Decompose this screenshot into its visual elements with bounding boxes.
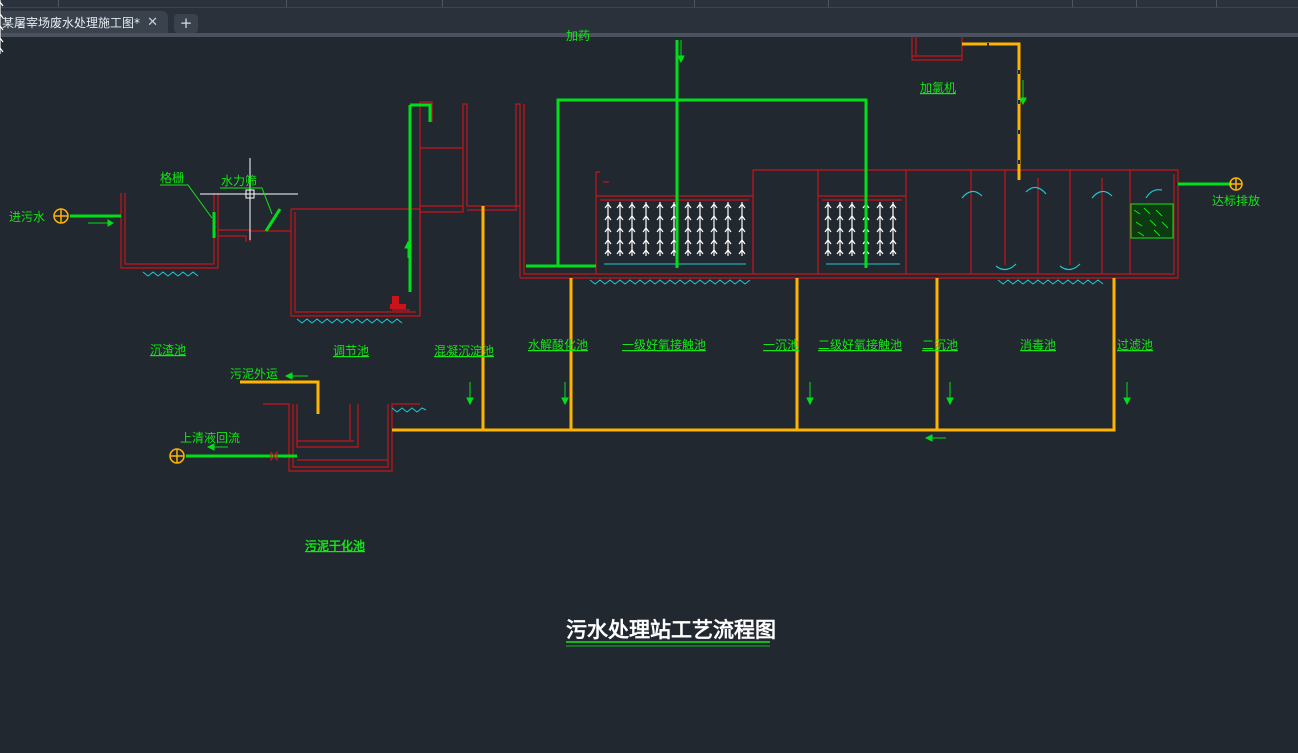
tank-label-coag-sed: 混凝沉淀池 xyxy=(434,343,494,358)
chlorinator-label: 加氯机 xyxy=(920,81,956,95)
ribbon-separator xyxy=(1136,0,1137,7)
ribbon-separator xyxy=(58,0,59,7)
ribbon-separator xyxy=(286,0,287,7)
tab-underline xyxy=(0,33,1298,37)
foundation-hatching xyxy=(142,271,1104,413)
water-pipes xyxy=(70,40,1232,458)
sludge-haul-label: 污泥外运 xyxy=(230,367,278,381)
ribbon-separator xyxy=(828,0,829,7)
inlet-label: 进污水 xyxy=(9,210,45,224)
drawing-title: 污水处理站工艺流程图 xyxy=(566,618,776,642)
tank-label-aerobic1: 一级好氧接触池 xyxy=(622,337,706,352)
sludge-pipes xyxy=(240,42,1116,432)
tank-label-clarifier1: 一沉池 xyxy=(763,338,799,352)
document-tab-bar: 某屠宰场废水处理施工图* ✕ + xyxy=(0,8,1298,35)
inlet-symbol xyxy=(53,208,69,224)
supernatant-return-label: 上清液回流 xyxy=(180,430,240,445)
valve-icon xyxy=(270,450,278,462)
return-symbol xyxy=(169,448,185,464)
direction-arrows xyxy=(88,40,1131,451)
ribbon-separator xyxy=(1072,0,1073,7)
label-leaders xyxy=(160,184,273,219)
tank-label-hydrolysis: 水解酸化池 xyxy=(528,337,588,352)
tank-label-clarifier2: 二沉池 xyxy=(922,338,958,352)
screen-label: 格栅 xyxy=(160,170,184,185)
close-tab-icon[interactable]: ✕ xyxy=(147,15,158,30)
new-tab-button[interactable]: + xyxy=(174,14,198,33)
tank-label-disinfection: 消毒池 xyxy=(1020,338,1056,352)
flow-arrows xyxy=(961,186,1163,271)
pipe-breaks xyxy=(987,43,1020,164)
tank-label-aerobic2: 二级好氧接触池 xyxy=(818,337,902,352)
tank-structures xyxy=(120,37,1179,472)
ribbon-separator xyxy=(442,0,443,7)
tank-label-filter: 过滤池 xyxy=(1117,338,1153,352)
outlet-symbol xyxy=(1229,177,1243,191)
document-tab-title: 某屠宰场废水处理施工图* xyxy=(2,16,141,30)
pump-icon xyxy=(390,296,406,309)
filter-media xyxy=(1130,203,1174,239)
hydro-screen-label: 水力筛 xyxy=(221,173,257,188)
ribbon-separator xyxy=(694,0,695,7)
outlet-label: 达标排放 xyxy=(1212,193,1260,208)
filter-media-texture xyxy=(1133,207,1169,237)
ribbon-strip xyxy=(0,0,1298,8)
crosshair-cursor xyxy=(200,158,298,240)
ribbon-separator xyxy=(1216,0,1217,7)
hydro-screen-plate xyxy=(264,208,282,232)
aeration-diffusers xyxy=(0,0,897,257)
sludge-drying-bed-label: 污泥干化池 xyxy=(305,538,365,553)
document-tab[interactable]: 某屠宰场废水处理施工图* ✕ xyxy=(0,11,168,35)
tank-label-equalization: 调节池 xyxy=(333,344,369,358)
tank-label-grit: 沉渣池 xyxy=(150,343,186,357)
dosing-label: 加药 xyxy=(566,29,590,43)
